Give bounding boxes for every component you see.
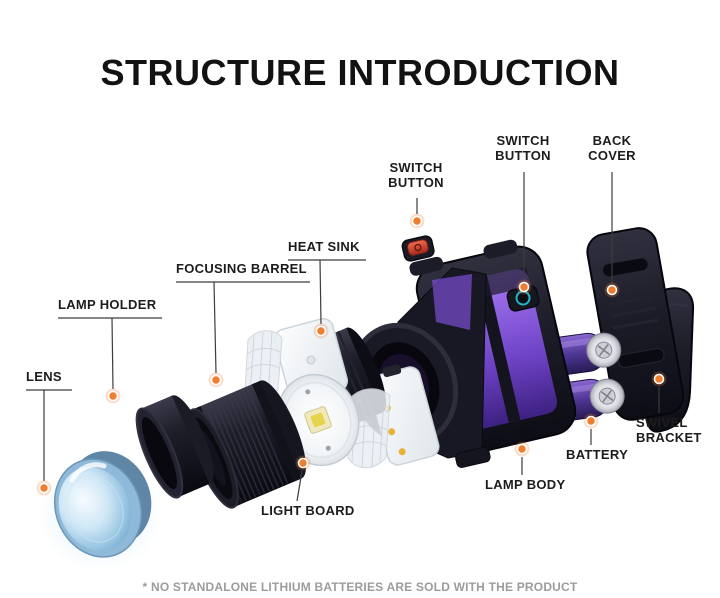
lamp-holder-part: [135, 395, 214, 499]
back-cover-part: [586, 227, 685, 421]
label-back-cover: BACK COVER: [588, 133, 636, 163]
label-focusing-barrel: FOCUSING BARREL: [176, 261, 307, 276]
page-title: STRUCTURE INTRODUCTION: [100, 52, 620, 93]
label-lens: LENS: [26, 369, 62, 384]
label-heat-sink: HEAT SINK: [288, 239, 360, 254]
lens-part: [38, 451, 162, 571]
label-swivel-bracket: SWIVEL BRACKET: [636, 415, 702, 445]
mount-clip-part: [455, 446, 491, 468]
label-light-board: LIGHT BOARD: [261, 503, 355, 518]
label-switch-button-front: SWITCH BUTTON: [388, 160, 444, 190]
switch-button-front-part: [401, 235, 435, 262]
label-switch-button-rear: SWITCH BUTTON: [495, 133, 551, 163]
disclaimer-note: * NO STANDALONE LITHIUM BATTERIES ARE SO…: [142, 580, 578, 594]
label-lamp-holder: LAMP HOLDER: [58, 297, 157, 312]
label-battery: BATTERY: [566, 447, 629, 462]
label-lamp-body: LAMP BODY: [485, 477, 566, 492]
